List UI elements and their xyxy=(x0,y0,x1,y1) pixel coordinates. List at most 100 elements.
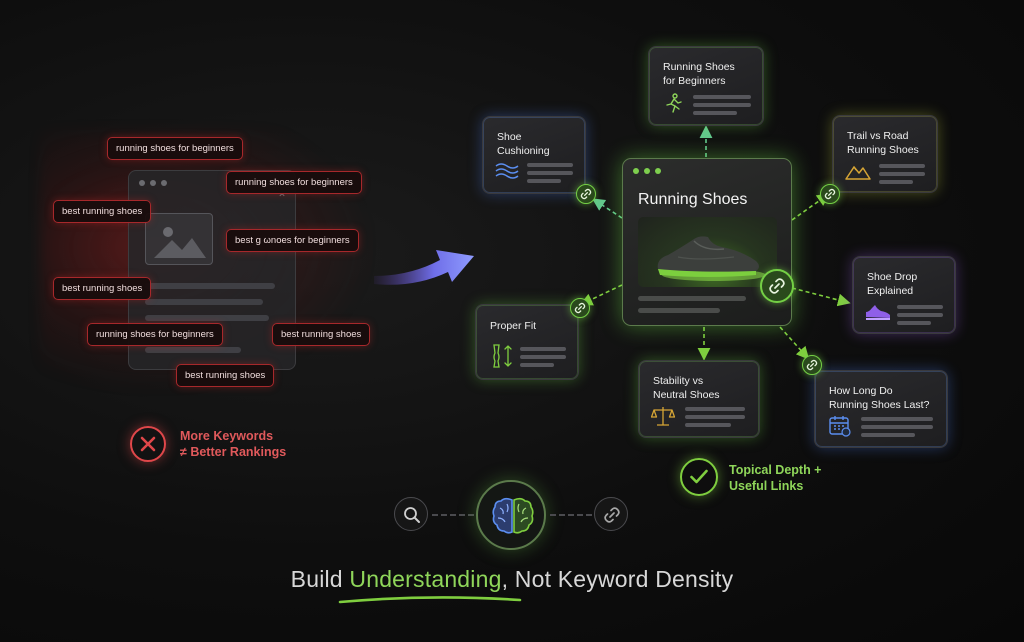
card-shoe-drop-explained: Shoe Drop Explained xyxy=(852,256,956,334)
keyword-tag: best running shoes xyxy=(176,364,275,387)
keyword-tag: best running shoes xyxy=(272,323,371,346)
calendar-icon xyxy=(829,416,851,437)
mountain-icon xyxy=(845,165,871,180)
dashed-connector xyxy=(550,514,592,516)
caption-line: More Keywords xyxy=(180,429,274,443)
keyword-stuffed-page: ⌃ xyxy=(128,170,296,370)
card-running-shoes-for-beginners: Running Shoes for Beginners xyxy=(648,46,764,126)
fit-icon xyxy=(493,344,512,368)
placeholder-line xyxy=(861,417,933,421)
card-title: How Long Do Running Shoes Last? xyxy=(829,384,929,412)
tagline-after: , Not Keyword Density xyxy=(501,566,734,592)
card-title-line: Cushioning xyxy=(497,145,550,157)
card-title-line: How Long Do xyxy=(829,385,893,397)
placeholder-line xyxy=(145,299,263,305)
placeholder-line xyxy=(145,283,275,289)
placeholder-line xyxy=(879,180,913,184)
placeholder-line xyxy=(527,171,573,175)
placeholder-line xyxy=(520,355,566,359)
highlight-underline xyxy=(338,596,522,604)
card-title-line: Proper Fit xyxy=(490,320,537,332)
placeholder-line xyxy=(638,308,720,313)
card-title: Stability vs Neutral Shoes xyxy=(653,374,720,402)
link-icon xyxy=(802,355,822,375)
placeholder-line xyxy=(527,179,561,183)
caption-line: Topical Depth + xyxy=(729,463,822,477)
card-title: Running Shoes for Beginners xyxy=(663,60,735,88)
brain-icon xyxy=(476,480,546,550)
x-circle-icon xyxy=(130,426,166,462)
link-chain-icon xyxy=(594,497,628,531)
runner-icon xyxy=(666,93,682,113)
right-caption: Topical Depth + Useful Links xyxy=(729,462,849,494)
keyword-tag: running shoes for beginners xyxy=(107,137,243,160)
placeholder-line xyxy=(527,163,573,167)
placeholder-line xyxy=(897,321,931,325)
card-stability-vs-neutral: Stability vs Neutral Shoes xyxy=(638,360,760,438)
placeholder-line xyxy=(145,347,241,353)
card-title: Trail vs Road Running Shoes xyxy=(847,129,919,157)
transition-arrow-icon xyxy=(374,250,474,285)
card-title-line: Shoe Drop xyxy=(867,271,918,283)
placeholder-line xyxy=(861,433,915,437)
placeholder-line xyxy=(520,347,566,351)
window-dots xyxy=(633,168,661,174)
placeholder-line xyxy=(638,296,746,301)
tagline-highlight: Understanding xyxy=(349,566,502,592)
image-placeholder-icon xyxy=(145,213,213,265)
placeholder-line xyxy=(861,425,933,429)
keyword-tag: best g ωnoes for beginners xyxy=(226,229,359,252)
card-title: Shoe Cushioning xyxy=(497,130,550,158)
card-title-line: Running Shoes Last? xyxy=(829,399,930,411)
placeholder-line xyxy=(897,305,943,309)
search-icon xyxy=(394,497,428,531)
card-title-line: Trail vs Road xyxy=(847,130,909,142)
card-title-line: Running Shoes xyxy=(847,144,919,156)
card-title-line: Stability vs xyxy=(653,375,704,387)
placeholder-line xyxy=(685,423,731,427)
card-how-long-do-shoes-last: How Long Do Running Shoes Last? xyxy=(814,370,948,448)
placeholder-line xyxy=(685,407,745,411)
card-shoe-cushioning: Shoe Cushioning xyxy=(482,116,586,194)
placeholder-line xyxy=(879,172,925,176)
left-caption: More Keywords ≠ Better Rankings xyxy=(180,428,310,460)
shoe-icon xyxy=(866,305,890,320)
placeholder-line xyxy=(693,103,751,107)
placeholder-line xyxy=(897,313,943,317)
check-circle-icon xyxy=(680,458,718,496)
caption-line: ≠ Better Rankings xyxy=(180,445,287,459)
hub-title: Running Shoes xyxy=(638,191,748,208)
card-trail-vs-road: Trail vs Road Running Shoes xyxy=(832,115,938,193)
keyword-tag: best running shoes xyxy=(53,277,152,300)
keyword-tag: running shoes for beginners xyxy=(226,171,362,194)
card-title: Proper Fit xyxy=(490,319,536,333)
tagline-before: Build xyxy=(290,566,350,592)
card-title-line: for Beginners xyxy=(663,75,726,87)
placeholder-line xyxy=(685,415,745,419)
placeholder-line xyxy=(145,315,269,321)
cushion-icon xyxy=(495,163,519,179)
placeholder-line xyxy=(693,95,751,99)
hub-link-icon xyxy=(760,269,794,303)
card-title-line: Explained xyxy=(867,285,914,297)
link-icon xyxy=(576,184,596,204)
card-title-line: Neutral Shoes xyxy=(653,389,720,401)
scale-icon xyxy=(651,407,675,426)
card-proper-fit: Proper Fit xyxy=(475,304,579,380)
hub-card-running-shoes: Running Shoes xyxy=(622,158,792,326)
placeholder-line xyxy=(520,363,554,367)
keyword-tag: best running shoes xyxy=(53,200,152,223)
dashed-connector xyxy=(432,514,474,516)
keyword-tag: running shoes for beginners xyxy=(87,323,223,346)
placeholder-line xyxy=(693,111,737,115)
card-title: Shoe Drop Explained xyxy=(867,270,917,298)
card-title-line: Shoe xyxy=(497,131,522,143)
caption-line: Useful Links xyxy=(729,479,804,493)
running-shoe-image xyxy=(638,217,777,287)
tagline: Build Understanding, Not Keyword Density xyxy=(0,566,1024,593)
placeholder-line xyxy=(879,164,925,168)
link-icon xyxy=(570,298,590,318)
link-icon xyxy=(820,184,840,204)
window-dots xyxy=(139,180,167,186)
